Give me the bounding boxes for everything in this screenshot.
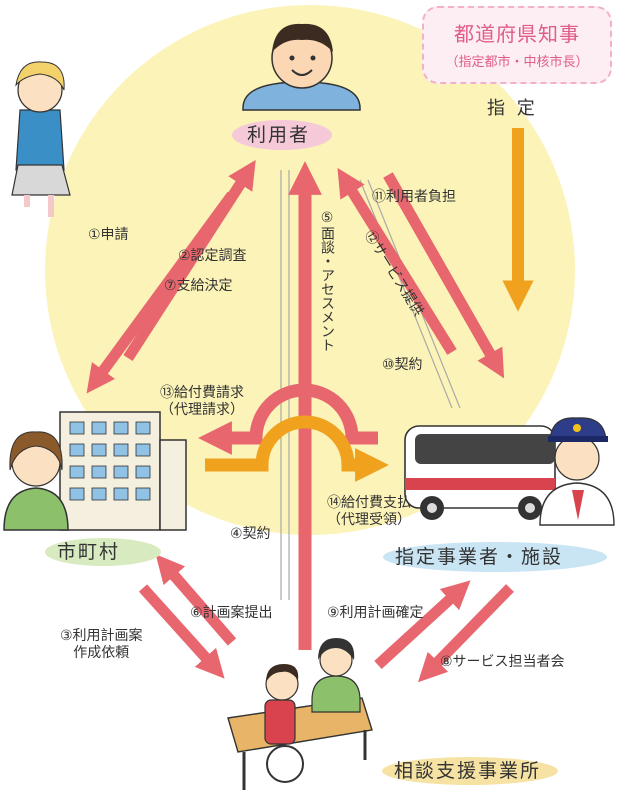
- arrow-plan-request: [143, 588, 215, 668]
- step-13-label: ⑬給付費請求 （代理請求）: [160, 385, 244, 419]
- bus-illustration: [405, 418, 614, 525]
- actor-provider: 指定事業者・施設: [383, 543, 575, 571]
- municipality-illustration: [4, 412, 186, 530]
- designation-label: 指 定: [487, 100, 538, 117]
- step-1-label: ①申請: [88, 227, 129, 244]
- step-2-label: ②認定調査: [178, 248, 247, 265]
- step-10-label: ⑩契約: [382, 357, 423, 374]
- step-13-line-2: （代理請求）: [160, 402, 244, 419]
- step-11-label: ⑪利用者負担: [372, 189, 456, 206]
- step-9-label: ⑨利用計画確定: [327, 605, 424, 622]
- step-7-label: ⑦支給決定: [164, 278, 233, 295]
- step-3-line-2: 作成依頼: [60, 645, 143, 662]
- woman-illustration: [12, 62, 70, 217]
- governor-title: 都道府県知事: [424, 18, 610, 47]
- step-14-line-2: （代理受領）: [327, 512, 411, 529]
- step-3-label: ③利用計画案 作成依頼: [60, 628, 143, 662]
- actor-consultation: 相談支援事業所: [382, 757, 553, 785]
- step-14-label: ⑭給付費支払 （代理受領）: [327, 495, 411, 529]
- step-4-label: ④契約: [230, 526, 271, 543]
- consultation-illustration: [228, 638, 372, 790]
- step-8-label: ⑧サービス担当者会: [440, 654, 565, 671]
- step-6-label: ⑥計画案提出: [190, 605, 273, 622]
- step-14-line-1: ⑭給付費支払: [327, 495, 411, 512]
- actor-user: 利用者: [235, 121, 322, 149]
- step-5-label: ⑤面談・アセスメント: [318, 210, 334, 352]
- step-13-line-1: ⑬給付費請求: [160, 385, 244, 402]
- step-3-line-1: ③利用計画案: [60, 628, 143, 645]
- actor-municipality: 市町村: [45, 538, 132, 566]
- governor-box: 都道府県知事 （指定都市・中核市長）: [422, 6, 612, 84]
- governor-subtitle: （指定都市・中核市長）: [424, 51, 610, 70]
